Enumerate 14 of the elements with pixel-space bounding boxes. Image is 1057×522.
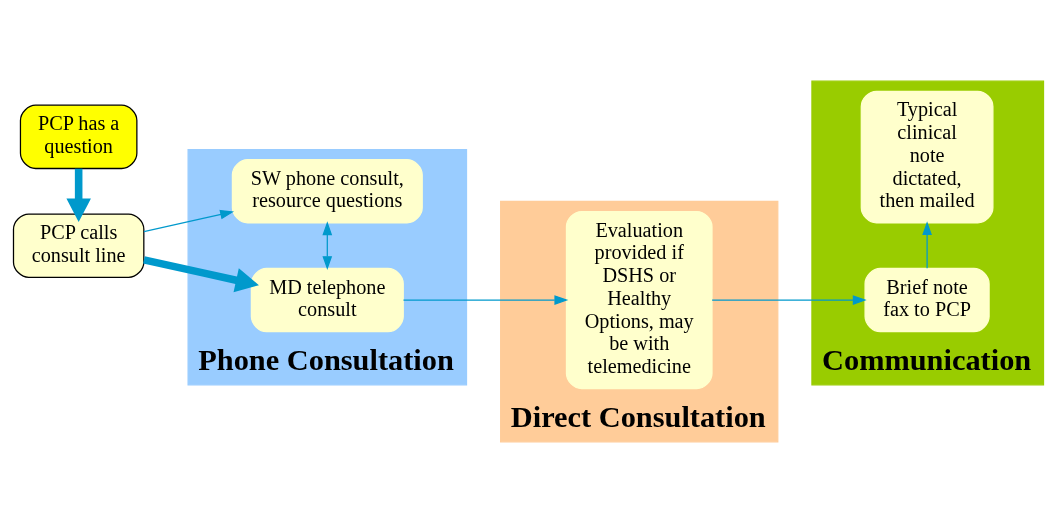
arrow <box>711 294 867 305</box>
node-box: SW phone consult, resource questions <box>231 158 423 224</box>
node-box: PCP has a question <box>19 104 138 169</box>
node-box: Evaluation provided if DSHS or Healthy Options, may be with telemedicine <box>565 210 713 389</box>
node-box: PCP calls consult line <box>12 212 145 278</box>
node-box: Typical clinical note dictated, then mailed <box>860 90 994 224</box>
arrow <box>143 255 259 292</box>
arrow <box>922 220 932 269</box>
arrow <box>402 294 569 305</box>
node-box: Brief note fax to PCP <box>864 267 990 332</box>
arrow <box>143 209 235 232</box>
node-box: MD telephone consult <box>250 267 404 332</box>
arrow <box>66 168 91 222</box>
arrow <box>322 220 333 270</box>
